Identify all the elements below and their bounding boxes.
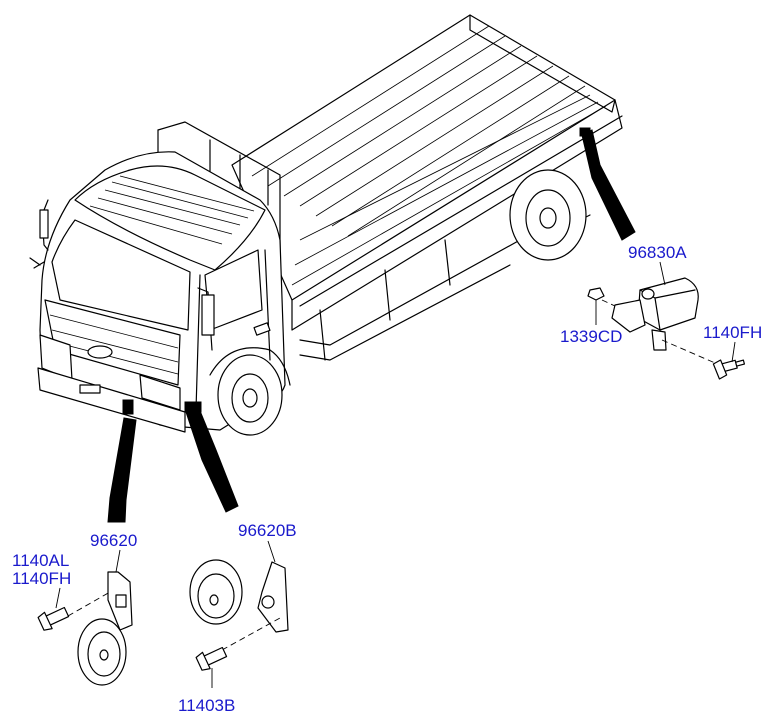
roof-ribs [89, 175, 255, 245]
truck-illustration [29, 14, 636, 523]
label-1140AL[interactable]: 1140AL [12, 551, 69, 570]
callout-horn-low [107, 417, 137, 523]
part-labels: 96830A 1339CD 1140FH 96620 1140AL 1140FH… [12, 243, 762, 715]
bolt-icon [712, 359, 746, 380]
label-1140FH-horn[interactable]: 1140FH [12, 569, 71, 588]
parking-sensor-assembly [587, 277, 746, 380]
nut-icon [587, 287, 605, 301]
bolt-icon [37, 606, 70, 631]
bed-planks [251, 25, 607, 286]
horn-high-bracket [257, 561, 289, 633]
horn-low-assembly [37, 571, 133, 686]
label-1339CD[interactable]: 1339CD [560, 327, 622, 346]
sensor-bracket [611, 299, 646, 333]
horn-high-assembly [189, 559, 289, 671]
leader-lines [55, 261, 736, 688]
cab [29, 151, 286, 433]
label-11403B[interactable]: 11403B [178, 696, 235, 715]
front-wheel [209, 347, 291, 436]
rear-wheel [509, 169, 587, 261]
label-1140FH-sensor[interactable]: 1140FH [703, 323, 762, 342]
label-96620B[interactable]: 96620B [238, 521, 297, 540]
label-96620[interactable]: 96620 [90, 531, 137, 550]
label-96830A[interactable]: 96830A [628, 243, 687, 262]
callout-rear-sensor [581, 129, 636, 241]
brand-emblem [87, 345, 113, 359]
horn-high-icon [189, 559, 243, 625]
bolt-icon [195, 646, 228, 671]
